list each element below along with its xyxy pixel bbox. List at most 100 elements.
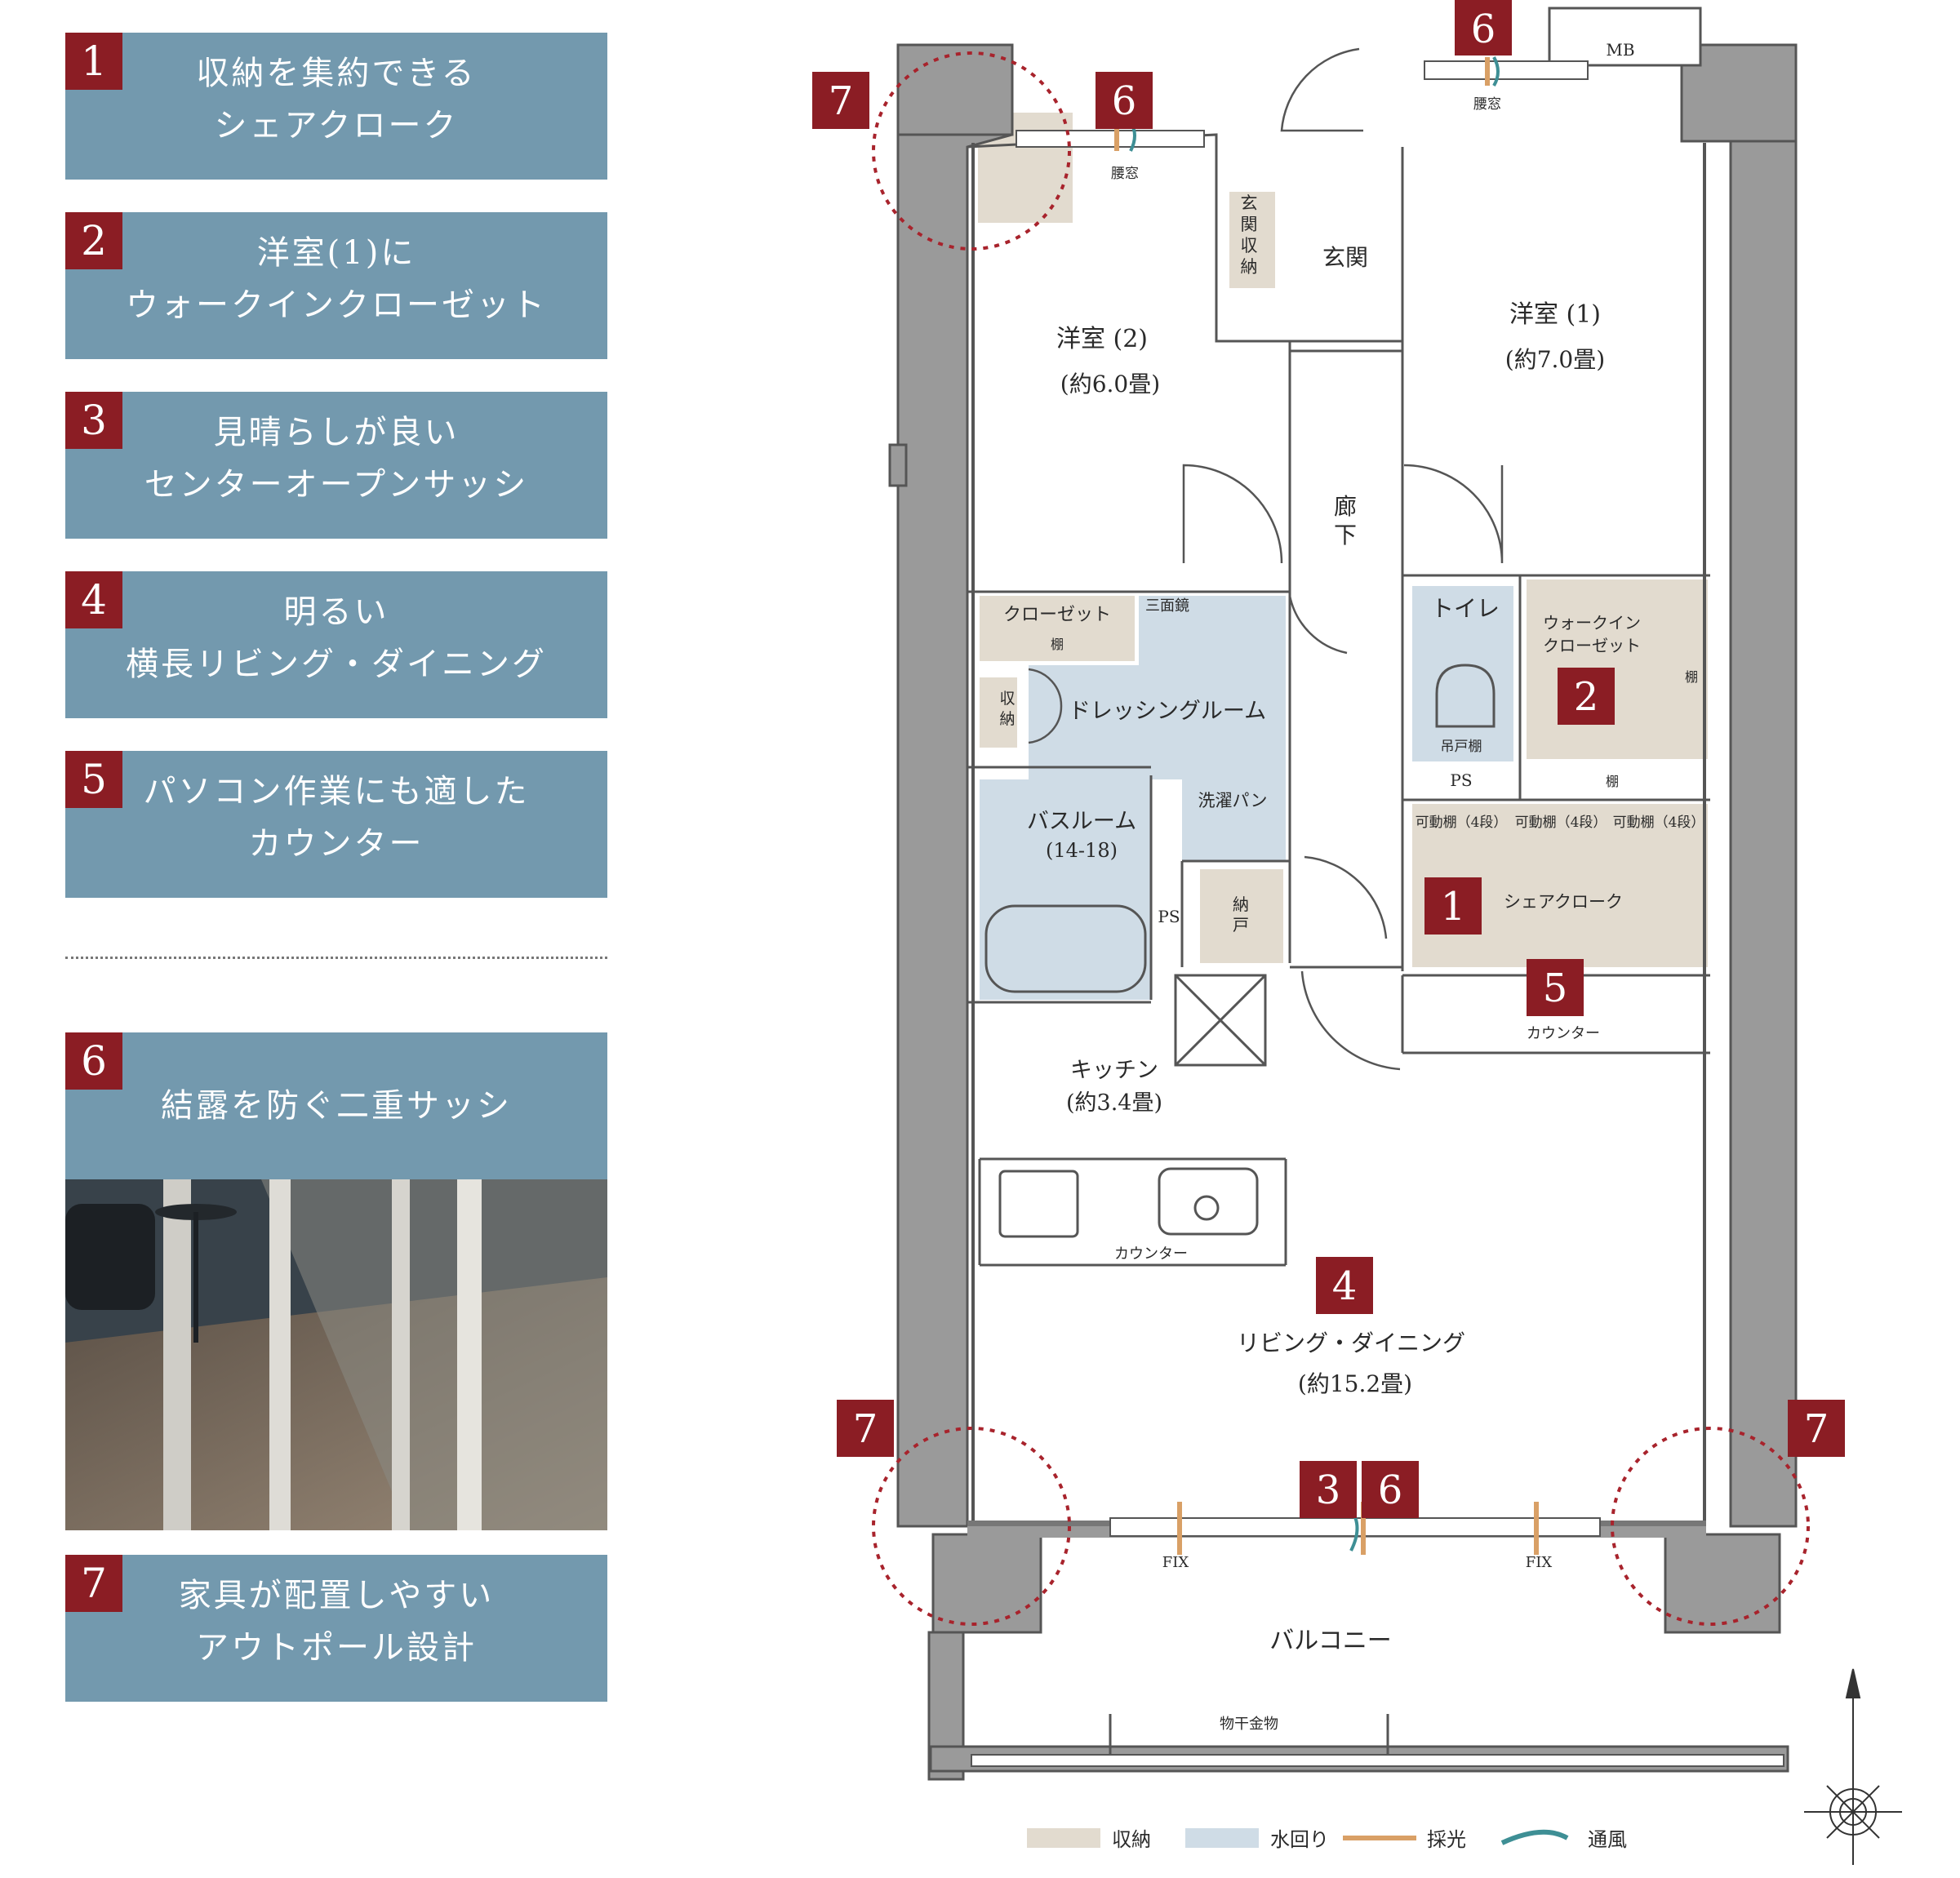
feature-5: 5 パソコン作業にも適したカウンター — [65, 751, 607, 898]
compass-icon — [1804, 1668, 1902, 1865]
closet-shelf: 棚 — [1051, 637, 1064, 652]
feature-number: 4 — [65, 571, 122, 628]
marker-6-top-left: 6 — [1096, 72, 1153, 129]
fix-label-right: FIX — [1526, 1554, 1553, 1571]
marker-6-top-right: 6 — [1455, 0, 1512, 55]
legend-item-water: 水回り — [1185, 1828, 1329, 1851]
feature-text: 明るい横長リビング・ダイニング — [126, 593, 547, 683]
room-entrance-storage-2: 関 — [1241, 215, 1258, 234]
room-washpan: 洗濯パン — [1198, 791, 1267, 810]
svg-text:7: 7 — [829, 78, 854, 124]
feature-number: 2 — [65, 212, 122, 269]
room-kitchen-size: (約3.4畳) — [1066, 1090, 1162, 1116]
room-dressing: ドレッシングルーム — [1069, 699, 1266, 724]
svg-text:1: 1 — [1441, 884, 1466, 930]
movable-shelf-3: 可動棚（4段） — [1613, 815, 1705, 831]
legend-item-light: 採光 — [1343, 1828, 1466, 1851]
feature-7: 7 家具が配置しやすいアウトポール設計 — [65, 1555, 607, 1702]
svg-text:6: 6 — [1112, 78, 1137, 124]
room-hanging-shelf: 吊戸棚 — [1441, 739, 1482, 755]
svg-text:5: 5 — [1543, 966, 1568, 1011]
feature-number: 1 — [65, 33, 122, 90]
svg-text:7: 7 — [1804, 1406, 1829, 1452]
storage-areas — [978, 113, 1708, 967]
room-western1-size: (約7.0畳) — [1505, 346, 1605, 373]
svg-text:収納: 収納 — [1112, 1828, 1151, 1851]
feature-text: 結露を防ぐ二重サッシ — [161, 1087, 512, 1125]
room-western2-name: 洋室 (2) — [1056, 325, 1148, 353]
room-toilet: トイレ — [1431, 595, 1500, 622]
svg-text:6: 6 — [1378, 1467, 1403, 1513]
feature-text: 見晴らしが良いセンターオープンサッシ — [144, 414, 529, 504]
room-bath-size: (14-18) — [1046, 839, 1118, 862]
drying-rack-label: 物干金物 — [1220, 1716, 1278, 1733]
room-ps-bath: PS — [1158, 907, 1180, 926]
wic-shelf-side: 棚 — [1685, 669, 1698, 685]
marker-7-bottom-left: 7 — [837, 1400, 894, 1457]
svg-text:4: 4 — [1332, 1263, 1358, 1309]
marker-1-share-cloak: 1 — [1424, 877, 1482, 935]
movable-shelf-2: 可動棚（4段） — [1515, 815, 1607, 831]
legend-swatch-storage — [1027, 1828, 1100, 1848]
feature-number: 6 — [65, 1032, 122, 1090]
svg-text:通風: 通風 — [1588, 1828, 1627, 1851]
marker-4-living: 4 — [1316, 1257, 1373, 1314]
room-entrance-storage-4: 納 — [1241, 257, 1258, 277]
svg-text:水回り: 水回り — [1270, 1828, 1329, 1851]
marker-3-sash: 3 — [1300, 1461, 1357, 1518]
room-nando-2: 戸 — [1233, 915, 1249, 935]
movable-shelf-1: 可動棚（4段） — [1416, 815, 1508, 831]
room-entrance-storage-3: 収 — [1241, 236, 1258, 255]
room-labels: 洋室 (2) (約6.0畳) 洋室 (1) (約7.0畳) 玄関 玄 関 収 納… — [999, 40, 1704, 1733]
feature-text: 洋室(1)にウォークインクローゼット — [126, 234, 547, 324]
feature-text: パソコン作業にも適したカウンター — [143, 773, 530, 863]
wic-shelf-bottom: 棚 — [1606, 774, 1619, 789]
room-ps-toilet: PS — [1450, 770, 1472, 790]
waist-window-label-1: 腰窓 — [1111, 166, 1139, 182]
feature-text: 家具が配置しやすいアウトポール設計 — [178, 1577, 495, 1667]
room-entrance: 玄関 — [1322, 244, 1368, 271]
dotted-separator — [65, 957, 607, 959]
room-wic-2: クローゼット — [1543, 636, 1641, 655]
water-areas — [980, 586, 1513, 1000]
marker-2-wic: 2 — [1558, 668, 1615, 725]
fix-label-left: FIX — [1162, 1554, 1189, 1571]
double-sash-photo — [65, 1179, 607, 1530]
room-kitchen-name: キッチン — [1070, 1058, 1158, 1083]
feature-number: 7 — [65, 1555, 122, 1612]
feature-3: 3 見晴らしが良いセンターオープンサッシ — [65, 392, 607, 539]
marker-7-top-left: 7 — [812, 72, 869, 129]
room-western1-name: 洋室 (1) — [1509, 300, 1601, 329]
marker-6-sash: 6 — [1362, 1461, 1419, 1518]
room-hallway-1: 廊 — [1334, 493, 1357, 520]
feature-1: 1 収納を集約できるシェアクローク — [65, 33, 607, 180]
pc-counter-label: カウンター — [1527, 1025, 1600, 1042]
room-mirror: 三面鏡 — [1145, 597, 1189, 615]
legend-item-storage: 収納 — [1027, 1828, 1151, 1851]
mb-label: MB — [1606, 40, 1634, 60]
feature-6: 6 結露を防ぐ二重サッシ — [65, 1032, 607, 1179]
svg-text:6: 6 — [1471, 7, 1496, 52]
room-storage-2: 納 — [999, 710, 1015, 728]
feature-2: 2 洋室(1)にウォークインクローゼット — [65, 212, 607, 359]
door-swings — [1028, 47, 1504, 1071]
svg-text:2: 2 — [1574, 674, 1599, 720]
outpole-circles — [872, 51, 1810, 1626]
room-wic-1: ウォークイン — [1543, 613, 1641, 633]
legend-swatch-water — [1185, 1828, 1259, 1848]
feature-4: 4 明るい横長リビング・ダイニング — [65, 571, 607, 718]
feature-number: 5 — [65, 751, 122, 808]
legend-wind-icon — [1500, 1829, 1569, 1845]
room-share-cloak: シェアクローク — [1504, 892, 1623, 912]
room-living-size: (約15.2畳) — [1298, 1370, 1412, 1397]
plan-markers: 7 6 6 2 1 5 4 3 6 7 7 — [812, 0, 1845, 1518]
room-entrance-storage-1: 玄 — [1241, 193, 1258, 213]
room-balcony: バルコニー — [1269, 1627, 1391, 1655]
feature-text: 収納を集約できるシェアクローク — [196, 55, 477, 144]
waist-window-label-2: 腰窓 — [1473, 96, 1501, 113]
kitchen-counter-label: カウンター — [1114, 1245, 1188, 1263]
legend: 収納 水回り 採光 通風 — [1027, 1828, 1627, 1851]
marker-5-counter: 5 — [1527, 959, 1584, 1016]
room-western2-size: (約6.0畳) — [1060, 371, 1160, 397]
